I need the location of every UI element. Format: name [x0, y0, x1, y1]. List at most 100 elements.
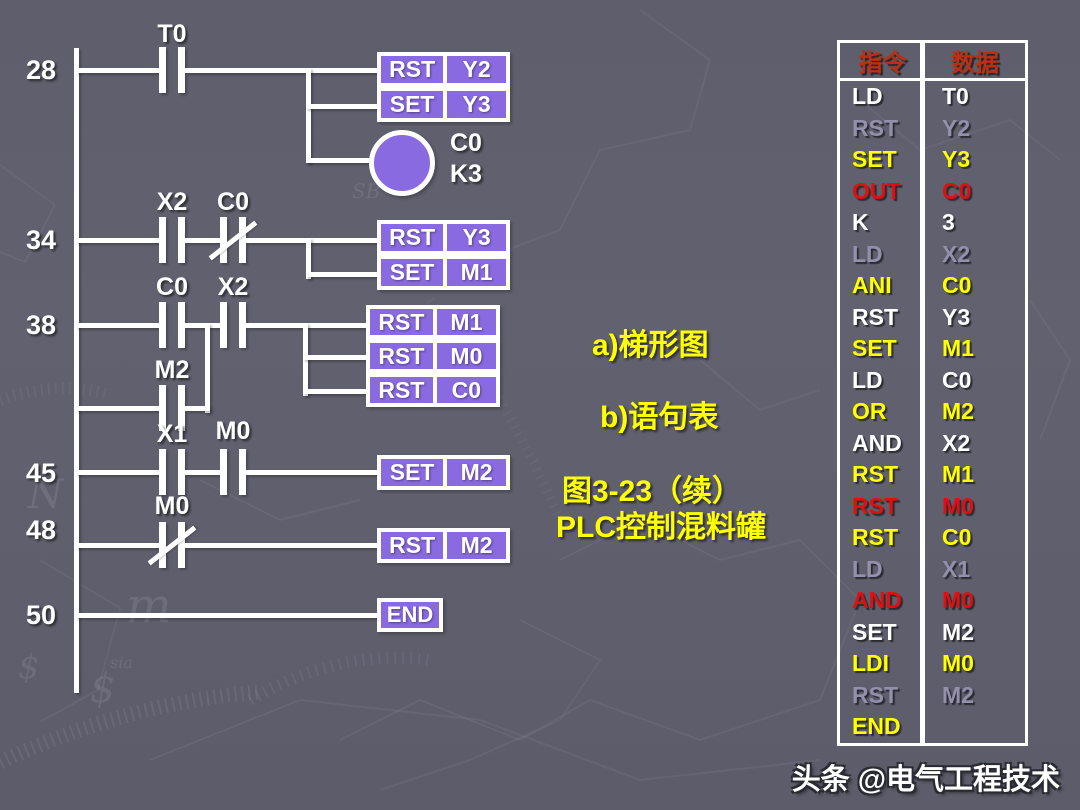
instruction-cell: ANI — [852, 272, 892, 298]
coil-preset-label: K3 — [450, 160, 482, 188]
operand-cell: Y3 — [942, 146, 971, 172]
instruction-cell: SET — [852, 335, 897, 361]
instruction-cell: AND — [852, 429, 902, 456]
box-operand: M0 — [450, 342, 483, 369]
toutiao-account-label: @电气工程技术 — [857, 764, 1060, 796]
svg-text:sia: sia — [110, 653, 133, 672]
header-data: 数据 — [951, 50, 999, 77]
instruction-cell: RST — [852, 681, 898, 708]
output-box-rst-m2: RST M2 — [377, 528, 510, 563]
instruction-cell: RST — [852, 461, 898, 487]
output-box-rst-m1: RST M1 — [366, 305, 500, 339]
contact-bar — [220, 217, 227, 263]
instruction-row: RST C0 — [840, 522, 1025, 554]
operand-cell: M2 — [942, 681, 974, 708]
operand-cell: Y2 — [942, 114, 971, 141]
contact-bar — [159, 449, 166, 495]
wire — [185, 470, 220, 475]
box-operand: C0 — [451, 376, 482, 403]
contact-bar — [239, 217, 246, 263]
contact-bar — [178, 522, 185, 568]
rung-34-step-number: 34 — [26, 225, 57, 255]
contact-label-x2: X2 — [217, 273, 249, 301]
instruction-cell: SET — [852, 618, 897, 645]
wire — [185, 68, 377, 73]
contact-bar — [239, 302, 246, 348]
wire — [76, 238, 159, 243]
box-op: RST — [370, 343, 437, 369]
operand-cell: M2 — [942, 398, 974, 424]
box-operand: M1 — [460, 259, 493, 285]
operand-cell: T0 — [942, 83, 969, 109]
instruction-row: ANI C0 — [840, 270, 1025, 302]
contact-bar — [178, 217, 185, 263]
wire — [246, 238, 377, 243]
operand-cell: Y3 — [942, 303, 971, 330]
wire — [185, 238, 220, 243]
instruction-cell: LD — [852, 83, 883, 109]
operand-cell: M0 — [942, 587, 974, 613]
caption-statement-list: b)语句表 — [600, 401, 719, 434]
instruction-cell: RST — [852, 524, 898, 550]
operand-cell: C0 — [942, 272, 972, 298]
contact-bar — [159, 385, 166, 431]
rung-50-step-number: 50 — [26, 600, 57, 630]
operand-cell: M1 — [942, 461, 974, 487]
rung-45-step-number: 45 — [26, 458, 57, 488]
instruction-row: END — [840, 711, 1025, 743]
operand-cell: M0 — [942, 492, 974, 519]
wire — [306, 272, 377, 277]
counter-coil-c0 — [369, 130, 435, 196]
instruction-row: SET Y3 — [840, 144, 1025, 176]
toutiao-brand-label: 头条 — [791, 764, 850, 796]
box-operand: M2 — [460, 459, 493, 485]
operand-cell: M2 — [942, 618, 974, 645]
instruction-cell: LD — [852, 555, 883, 582]
box-op: SET — [381, 259, 448, 286]
box-op: RST — [381, 532, 448, 559]
operand-cell: X1 — [942, 555, 971, 582]
contact-label-m2: M2 — [154, 356, 190, 384]
operand-cell — [925, 711, 942, 743]
wire — [185, 406, 210, 411]
output-box-rst-y3: RST Y3 — [377, 220, 510, 255]
figure-title-line1: 图3-23（续） — [562, 475, 743, 508]
operand-cell: M0 — [942, 650, 974, 676]
caption-ladder: a)梯形图 — [592, 329, 709, 362]
box-operand: Y3 — [462, 91, 491, 117]
output-box-set-y3: SET Y3 — [377, 87, 510, 122]
instruction-cell: SET — [852, 146, 897, 172]
instruction-row: RST M1 — [840, 459, 1025, 491]
operand-cell: X2 — [942, 240, 971, 267]
contact-bar — [159, 217, 166, 263]
output-box-rst-m0: RST M0 — [366, 339, 500, 373]
instruction-row: AND X2 — [840, 428, 1025, 460]
svg-text:$: $ — [18, 647, 40, 687]
contact-label-t0: T0 — [157, 20, 187, 48]
box-operand: Y2 — [462, 56, 491, 82]
contact-bar — [159, 522, 166, 568]
figure-title-line2: PLC控制混料罐 — [556, 511, 766, 544]
box-op: RST — [370, 377, 437, 403]
wire — [76, 68, 159, 73]
box-op: RST — [381, 56, 448, 83]
operand-cell: C0 — [942, 524, 972, 550]
operand-cell: X2 — [942, 429, 971, 456]
contact-bar — [178, 47, 185, 93]
contact-label-m0: M0 — [215, 417, 251, 445]
table-column-divider — [920, 43, 925, 743]
branch-wire — [306, 238, 311, 279]
instruction-cell: OR — [852, 398, 887, 424]
wire — [76, 543, 159, 548]
